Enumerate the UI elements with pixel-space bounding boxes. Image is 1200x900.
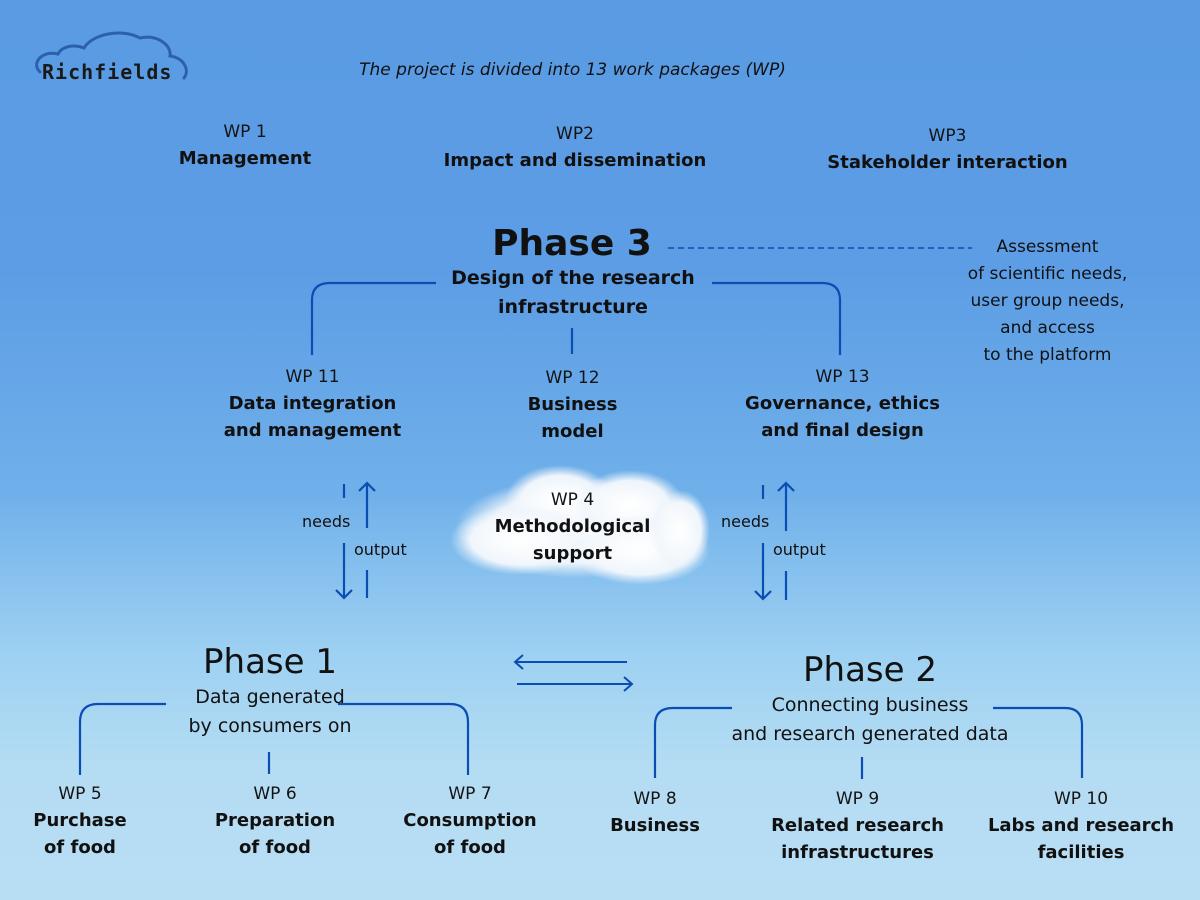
wp12: WP 12 Business model [480,365,665,445]
wp-number: WP 9 [835,789,880,809]
note-line: Assessment [996,237,1099,257]
wp-title-line1: Labs and research [987,815,1175,836]
wp-title-line1: Methodological [494,516,651,537]
right-flow-arrows [754,481,795,601]
wp-title-line2: and final design [761,420,924,441]
phase2-subtitle-line1: Connecting business [771,694,969,716]
wp-number: WP 5 [58,784,102,804]
phase1-title: Phase 1 [203,642,337,682]
phase1-bracket [78,702,470,775]
phase3-subtitle: Design of the research infrastructure [420,264,726,322]
wp-title-line2: support [532,543,613,564]
wp4-cloud-icon [450,465,710,585]
wp-number: WP 4 [550,490,595,510]
wp-title-line1: Purchase [33,810,127,831]
wp-title-line2: infrastructures [781,842,934,863]
wp-number: WP 6 [253,784,297,804]
phase1-subtitle: Data generated by consumers on [160,683,380,741]
wp-number: WP 8 [633,789,677,809]
wp8: WP 8 Business [590,786,720,839]
wp-title-line2: and management [223,420,402,441]
wp-number: WP 11 [285,367,340,387]
wp-title: Impact and dissemination [443,150,707,171]
wp-title-line2: of food [434,837,506,858]
wp-title-line1: Business [527,394,618,415]
page-title: The project is divided into 13 work pack… [359,60,786,80]
needs-label-right: needs [721,512,770,531]
output-label-right: output [773,540,826,559]
phase3-subtitle-line2: infrastructure [498,296,648,318]
wp-number: WP2 [556,124,594,144]
logo: Richfields [42,60,173,84]
wp-title-line2: of food [44,837,116,858]
note-line: to the platform [983,345,1112,365]
wp-number: WP3 [928,126,967,146]
wp-title-line1: Consumption [403,810,537,831]
wp-number: WP 12 [545,368,600,388]
note-line: of scientific needs, [967,264,1128,284]
note-line: and access [1000,318,1095,338]
wp2: WP2 Impact and dissemination [415,121,735,174]
wp-title-line1: Governance, ethics [745,393,940,414]
needs-label-left: needs [302,512,351,531]
left-flow-arrows [335,481,376,600]
wp-number: WP 13 [815,367,870,387]
phase3-bracket [310,281,842,355]
phase2-subtitle-line2: and research generated data [731,723,1009,745]
phase3-note: Assessment of scientific needs, user gro… [935,234,1160,369]
wp4: WP 4 Methodological support [470,487,675,567]
wp-title: Stakeholder interaction [827,152,1068,173]
wp9: WP 9 Related research infrastructures [750,786,965,866]
wp-title-line2: model [541,421,604,442]
wp-title-line1: Data integration [228,393,397,414]
wp-title: Management [178,148,312,169]
phase2-subtitle: Connecting business and research generat… [690,691,1050,749]
wp10: WP 10 Labs and research facilities [972,786,1190,866]
wp7: WP 7 Consumption of food [380,781,560,861]
phase1-subtitle-line1: Data generated [195,686,345,708]
phase1-subtitle-line2: by consumers on [188,715,352,737]
phase3-subtitle-line1: Design of the research [451,267,695,289]
wp1: WP 1 Management [145,119,345,172]
output-label-left: output [354,540,407,559]
logo-cloud-icon [35,31,188,80]
wp6: WP 6 Preparation of food [195,781,355,861]
wp11: WP 11 Data integration and management [195,364,430,444]
wp-number: WP 1 [223,122,267,142]
phase3-title: Phase 3 [492,223,652,264]
phase-exchange-arrows [513,654,634,692]
wp13: WP 13 Governance, ethics and final desig… [720,364,965,444]
note-line: user group needs, [970,291,1125,311]
wp-title-line1: Business [610,815,700,836]
wp-number: WP 7 [448,784,492,804]
wp-number: WP 10 [1053,789,1109,809]
wp-title-line2: of food [239,837,311,858]
wp-title-line2: facilities [1037,842,1125,863]
wp-title-line1: Related research [771,815,944,836]
phase2-title: Phase 2 [803,650,937,690]
phase2-bracket [653,706,1084,779]
wp-title-line1: Preparation [214,810,336,831]
wp3: WP3 Stakeholder interaction [800,123,1095,176]
wp5: WP 5 Purchase of food [10,781,150,861]
